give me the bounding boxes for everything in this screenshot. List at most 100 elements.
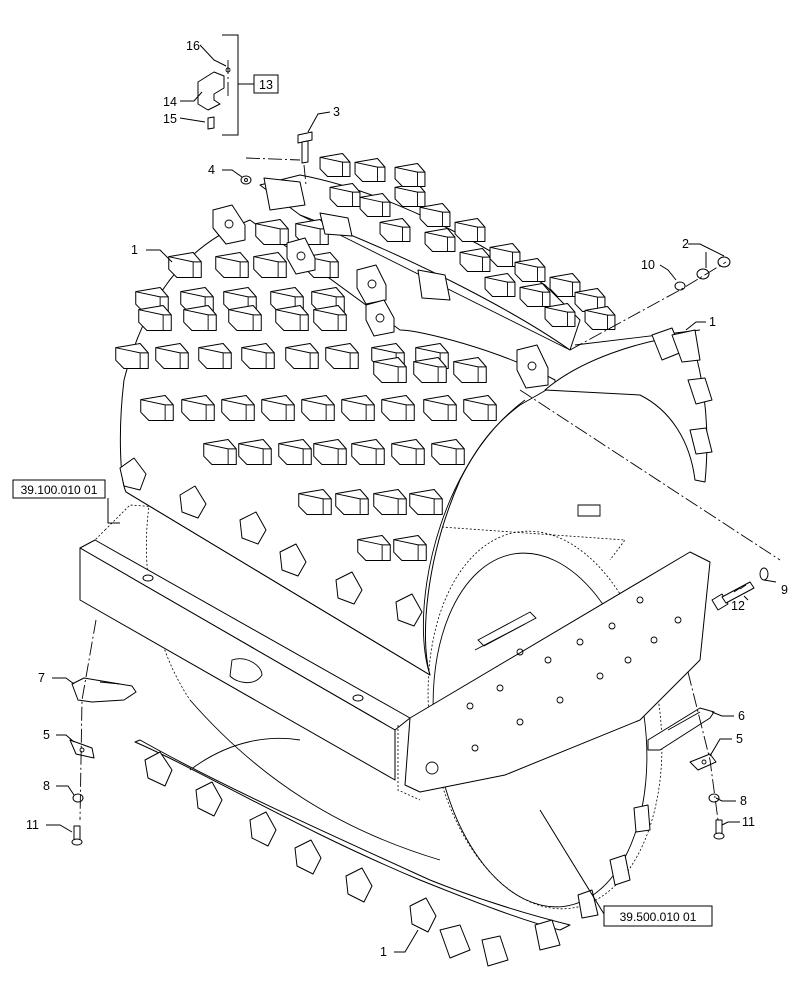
pad-foot-edge: [391, 443, 425, 465]
callout-2[interactable]: 2: [682, 237, 689, 251]
pad-foot: [463, 395, 497, 421]
callout-8-right[interactable]: 8: [740, 794, 747, 808]
part-11-left: [71, 825, 83, 846]
drum-reference-label: 39.500.010 01: [620, 910, 697, 924]
pad-foot: [544, 303, 576, 327]
callout-4[interactable]: 4: [208, 163, 215, 177]
pad-foot-edge: [115, 347, 149, 369]
part-7: [71, 677, 137, 703]
bolt-12: [711, 567, 769, 611]
pad-foot: [354, 158, 386, 182]
callout-14[interactable]: 14: [163, 95, 177, 109]
pad-foot: [329, 183, 361, 207]
pad-foot-edge: [140, 399, 174, 421]
part-11-right: [713, 819, 725, 840]
pad-foot: [275, 305, 309, 331]
pad-foot: [255, 219, 289, 245]
pad-foot-edge: [463, 399, 497, 421]
callout-7[interactable]: 7: [38, 671, 45, 685]
callout-16[interactable]: 16: [186, 39, 200, 53]
pad-foot: [221, 395, 255, 421]
pad-foot: [519, 283, 551, 307]
callout-1-bottom[interactable]: 1: [380, 945, 387, 959]
pad-foot: [393, 535, 427, 561]
pad-foot: [381, 395, 415, 421]
pad-foot: [285, 343, 319, 369]
pad-foot-edge: [454, 221, 485, 242]
pad-foot-edge: [394, 166, 425, 187]
pad-foot-edge: [584, 309, 615, 330]
frame-reference[interactable]: 39.100.010 01: [12, 479, 106, 499]
pad-foot-edge: [379, 221, 410, 242]
pad-foot-edge: [373, 361, 407, 383]
pad-foot: [424, 228, 456, 252]
pad-foot: [373, 489, 407, 515]
pad-foot: [168, 252, 202, 278]
pad-foot-edge: [459, 251, 490, 272]
pad-foot: [313, 439, 347, 465]
pad-foot: [138, 305, 172, 331]
washer-nut-2-10: [674, 256, 731, 291]
bolt-3: [297, 131, 313, 164]
pad-foot-edge: [484, 276, 515, 297]
callout-1-right[interactable]: 1: [709, 315, 716, 329]
pad-feet: [115, 153, 616, 561]
part-5-right: [689, 753, 717, 771]
pad-foot: [454, 218, 486, 242]
pad-foot: [351, 439, 385, 465]
callout-9[interactable]: 9: [781, 583, 788, 597]
pad-foot: [514, 258, 546, 282]
callout-3[interactable]: 3: [333, 105, 340, 119]
pad-foot-edge: [453, 361, 487, 383]
pad-foot-edge: [419, 206, 450, 227]
pad-foot-edge: [357, 539, 391, 561]
callout-11-left[interactable]: 11: [26, 818, 39, 832]
pad-foot: [140, 395, 174, 421]
part-8-left: [72, 793, 84, 803]
pad-foot: [584, 306, 616, 330]
part-5-left: [69, 739, 95, 759]
callout-1-top-left[interactable]: 1: [131, 243, 138, 257]
bottom-shell-feet: [144, 751, 651, 967]
pad-foot: [319, 153, 351, 177]
callout-11-right[interactable]: 11: [742, 815, 755, 829]
nut-4: [240, 175, 252, 185]
pad-foot: [423, 395, 457, 421]
callout-6[interactable]: 6: [738, 709, 745, 723]
callout-5-left[interactable]: 5: [43, 728, 50, 742]
part-6: [647, 707, 715, 751]
callout-13-box[interactable]: 13: [253, 74, 279, 94]
pad-foot: [453, 357, 487, 383]
pad-foot: [394, 163, 426, 187]
callout-10[interactable]: 10: [641, 258, 655, 272]
pad-shell-bottom: [134, 739, 571, 931]
pad-foot: [215, 252, 249, 278]
pad-foot: [115, 343, 149, 369]
pad-foot: [419, 203, 451, 227]
pad-foot: [228, 305, 262, 331]
callout-8-left[interactable]: 8: [43, 779, 50, 793]
callout-15[interactable]: 15: [163, 112, 177, 126]
pad-foot-edge: [489, 246, 520, 267]
pad-foot-edge: [393, 539, 427, 561]
pad-foot-edge: [301, 399, 335, 421]
pad-foot-edge: [261, 399, 295, 421]
pad-foot-edge: [325, 347, 359, 369]
pad-foot-edge: [181, 399, 215, 421]
pad-foot-edge: [319, 156, 350, 177]
pad-foot: [203, 439, 237, 465]
right-edge-feet: [651, 327, 713, 455]
callout-12[interactable]: 12: [731, 599, 745, 613]
pad-foot: [198, 343, 232, 369]
pad-foot: [335, 489, 369, 515]
frame: [79, 504, 711, 801]
pad-foot-edge: [335, 493, 369, 515]
pad-foot: [181, 395, 215, 421]
side-plate-holes: [425, 596, 682, 775]
callout-5-right[interactable]: 5: [736, 732, 743, 746]
pad-foot: [341, 395, 375, 421]
drum-reference[interactable]: 39.500.010 01: [603, 905, 713, 927]
pad-foot: [261, 395, 295, 421]
pad-foot-edge: [313, 443, 347, 465]
pad-foot: [155, 343, 189, 369]
